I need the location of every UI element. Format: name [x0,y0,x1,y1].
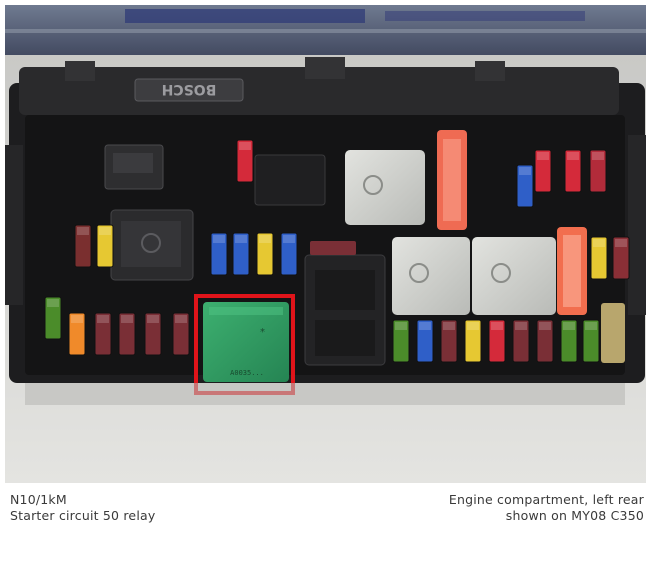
model-note: shown on MY08 C350 [505,508,644,523]
blade-fuse [589,149,607,193]
blade-fuse-highlight [567,152,579,160]
caption-left: N10/1kM Starter circuit 50 relay [10,492,155,524]
blade-fuse [560,319,578,363]
blade-fuse [210,232,228,276]
blade-fuse-highlight [283,235,295,243]
blade-fuse [256,232,274,276]
blade-fuse [590,236,608,280]
blade-fuse-highlight [71,315,83,323]
blade-fuse [232,232,250,276]
blade-fuse [68,312,86,356]
blade-fuse [144,312,162,356]
blade-fuse-highlight [443,322,455,330]
blade-fuse-highlight [47,299,59,307]
blade-fuse-highlight [615,239,627,247]
component-description: Starter circuit 50 relay [10,508,156,523]
caption-right: Engine compartment, left rear shown on M… [449,492,644,524]
blade-fuse-highlight [563,322,575,330]
fuse-box-photo: BOSCH [5,5,646,483]
blade-fuse [564,149,582,193]
blade-fuse-highlight [515,322,527,330]
blade-fuse-highlight [235,235,247,243]
blade-fuse [392,319,410,363]
horizontal-fuse [310,241,356,255]
blade-fuse [440,319,458,363]
blade-fuse [416,319,434,363]
relay-grey-1 [345,150,425,225]
blade-fuse [534,149,552,193]
bosch-label: BOSCH [162,81,217,97]
blade-fuse-highlight [593,239,605,247]
blade-fuse-highlight [539,322,551,330]
blade-fuse-highlight [97,315,109,323]
blade-fuse [612,236,630,280]
starter-relay: * A0035... [203,302,289,382]
location-text: Engine compartment, left rear [448,492,644,507]
blade-fuse [536,319,554,363]
blade-fuse-highlight [77,227,89,235]
blade-fuse [44,296,62,340]
blade-fuses [44,139,630,363]
blade-fuse [512,319,530,363]
blade-fuse [488,319,506,363]
blade-fuse-highlight [419,322,431,330]
blade-fuse-highlight [99,227,111,235]
blade-fuse-highlight [585,322,597,330]
blade-fuse-highlight [467,322,479,330]
relay-grey-2 [392,237,470,315]
blade-fuse-highlight [259,235,271,243]
relay-part-number: A0035... [230,369,264,377]
blade-fuse-highlight [592,152,604,160]
blade-fuse-highlight [395,322,407,330]
blade-fuse [96,224,114,268]
blade-fuse-highlight [239,142,251,150]
component-code: N10/1kM [10,492,67,507]
blade-fuse [172,312,190,356]
blade-fuse-highlight [537,152,549,160]
blade-fuse-highlight [147,315,159,323]
blade-fuse [516,164,534,208]
blade-fuse [94,312,112,356]
blade-fuse [236,139,254,183]
blade-fuse-highlight [121,315,133,323]
blade-fuse [118,312,136,356]
blade-fuse-highlight [175,315,187,323]
blade-fuse-highlight [491,322,503,330]
blade-fuse [582,319,600,363]
relay-grey-3 [472,237,556,315]
blade-fuse [464,319,482,363]
blade-fuse [280,232,298,276]
blade-fuse-highlight [213,235,225,243]
blade-fuse [74,224,92,268]
svg-text:*: * [260,327,265,338]
blade-fuse-highlight [519,167,531,175]
